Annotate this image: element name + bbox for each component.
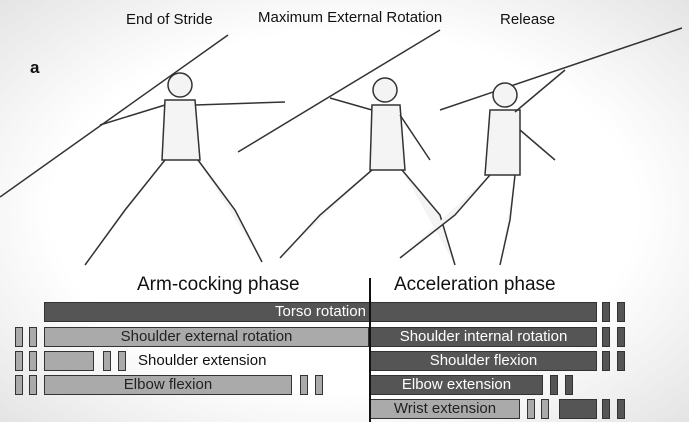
phase-divider — [369, 278, 371, 422]
marker — [617, 351, 625, 371]
marker — [565, 375, 573, 395]
shoulder-extension-label: Shoulder extension — [138, 352, 267, 369]
javelin-3 — [439, 27, 683, 111]
javelin-thrower-illustration — [0, 27, 683, 266]
figure-release — [399, 69, 566, 266]
phase-label-arm-cocking: Arm-cocking phase — [137, 274, 300, 295]
figure-max-external-rotation — [279, 77, 456, 266]
marker — [315, 375, 323, 395]
stage-label-end-of-stride: End of Stride — [126, 11, 213, 28]
bar-shoulder-external-rotation: Shoulder external rotation — [44, 327, 369, 347]
marker — [29, 375, 37, 395]
marker — [602, 327, 610, 347]
marker — [29, 351, 37, 371]
javelin-1 — [0, 34, 229, 198]
bar-elbow-flexion: Elbow flexion — [44, 375, 292, 395]
bar-shoulder-extension — [44, 351, 94, 371]
bar-wrist-extension-dark — [559, 399, 597, 419]
marker — [300, 375, 308, 395]
marker — [15, 327, 23, 347]
marker — [527, 399, 535, 419]
marker — [541, 399, 549, 419]
figure-end-of-stride — [84, 72, 286, 266]
marker — [602, 351, 610, 371]
marker — [103, 351, 111, 371]
marker — [602, 302, 610, 322]
marker — [15, 351, 23, 371]
marker — [617, 327, 625, 347]
marker — [602, 399, 610, 419]
stage-label-max-external-rotation: Maximum External Rotation — [258, 9, 443, 26]
marker — [29, 327, 37, 347]
bar-shoulder-internal-rotation: Shoulder internal rotation — [370, 327, 597, 347]
marker — [15, 375, 23, 395]
marker — [550, 375, 558, 395]
panel-label: a — [30, 58, 40, 77]
bar-wrist-extension: Wrist extension — [370, 399, 520, 419]
bar-elbow-extension: Elbow extension — [370, 375, 543, 395]
stage-label-release: Release — [500, 11, 556, 28]
bar-shoulder-flexion: Shoulder flexion — [370, 351, 597, 371]
bar-torso-rotation: Torso rotation — [44, 302, 597, 322]
marker — [118, 351, 126, 371]
marker — [617, 302, 625, 322]
phase-label-acceleration: Acceleration phase — [394, 274, 556, 295]
marker — [617, 399, 625, 419]
javelin-2 — [237, 29, 441, 153]
